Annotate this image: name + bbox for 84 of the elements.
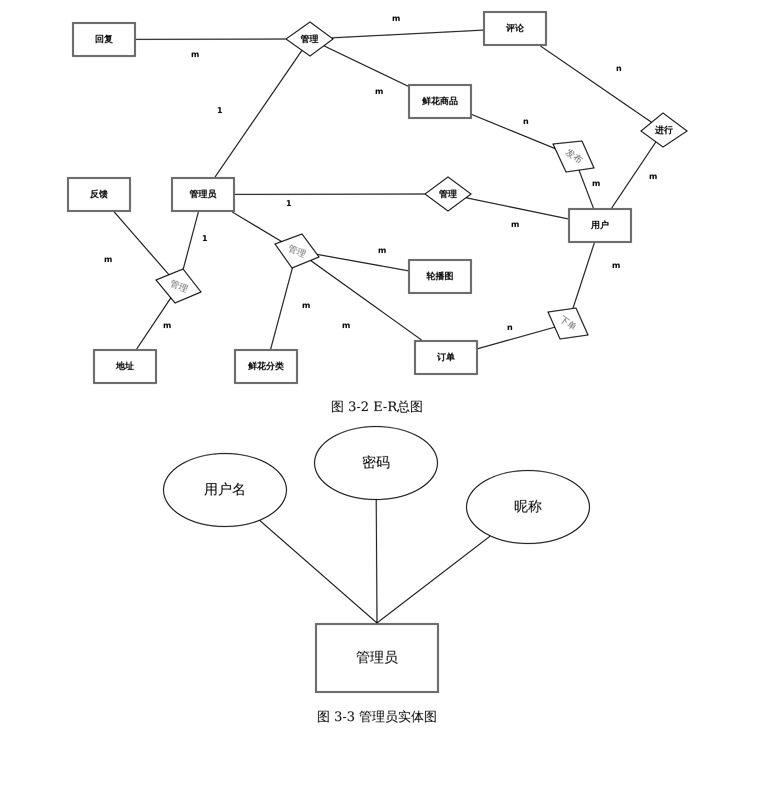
entity-box [93,349,157,384]
relationship-name: 管理 [286,242,308,260]
connector-line [316,254,408,272]
cardinality-label: 1 [217,107,223,115]
relationship-diamond [156,269,201,303]
attribute-ellipse [163,453,287,527]
relationship-diamond [553,141,594,172]
cardinality-label: m [378,247,386,255]
connector-line [331,30,484,38]
cardinality-label: 1 [202,235,208,243]
attribute-ellipse [314,426,438,500]
entity-name: 用户 [591,219,609,232]
attribute-name: 用户名 [204,481,246,499]
entity-box [234,349,298,384]
cardinality-label: m [375,88,384,96]
connector-line [234,194,426,195]
entity-name: 鲜花商品 [422,95,458,108]
entity-box [315,623,439,693]
figure-caption: 图 3-2 E-R总图 [331,399,424,416]
connector-line [611,141,656,208]
entity-name: 管理员 [356,649,398,667]
connector-line [472,114,556,150]
entity-name: 轮播图 [426,270,454,283]
attribute-ellipse [466,470,590,544]
cardinality-label: m [302,302,310,310]
cardinality-label: n [523,118,529,126]
attribute-name: 密码 [362,454,390,472]
entity-box [67,177,131,212]
entity-box [483,11,547,46]
entity-box [72,22,136,57]
cardinality-label: 1 [286,200,292,208]
connector-line [465,197,568,220]
cardinality-label: m [104,256,112,264]
connector-line [376,536,490,624]
entity-box [408,84,472,119]
cardinality-label: m [612,262,620,270]
connector-line [310,260,422,340]
connector-line [232,212,282,242]
relationship-name: 管理 [439,188,457,200]
connector-line [259,520,378,624]
connector-line [478,326,556,350]
relationship-diamond [425,177,471,211]
connector-line [578,170,594,208]
entity-box [171,177,235,212]
attribute-name: 昵称 [514,498,542,516]
connector-line [540,46,652,123]
relationship-name: 发布 [562,146,584,167]
entity-name: 订单 [437,352,455,364]
entity-name: 回复 [95,34,113,46]
cardinality-label: m [649,173,658,181]
connector-line [182,212,199,270]
relationship-diamond [548,308,588,339]
connector-line [136,297,172,350]
relationship-name: 管理 [300,34,318,46]
relationship-diamond [275,234,319,268]
entity-name: 管理员 [190,188,216,201]
cardinality-label: m [511,221,520,229]
connector-line [323,45,408,87]
connector-line [376,500,378,624]
entity-box [408,259,472,294]
relationship-diamond [286,22,333,56]
connector-line [214,50,302,178]
cardinality-label: m [163,322,172,330]
entity-box [568,208,632,243]
connector-line [114,212,170,276]
cardinality-label: m [191,51,200,59]
cardinality-label: m [342,322,350,330]
relationship-name: 管理 [168,277,190,296]
entity-name: 鲜花分类 [248,360,284,373]
connector-line [270,267,293,350]
cardinality-label: n [507,324,513,332]
connector-line [572,242,595,309]
connector-line [136,38,287,40]
entity-name: 评论 [506,22,524,35]
entity-name: 反馈 [90,188,108,201]
figure-caption: 图 3-3 管理员实体图 [317,709,438,726]
entity-box [414,340,478,375]
cardinality-label: m [392,15,400,23]
relationship-diamond [641,113,687,147]
cardinality-label: n [616,65,622,73]
relationship-name: 进行 [655,124,673,136]
relationship-name: 下单 [556,314,579,334]
entity-name: 地址 [116,360,134,373]
cardinality-label: m [592,180,600,188]
